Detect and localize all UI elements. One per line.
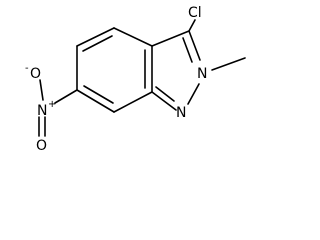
nitro-nitrogen-label: N xyxy=(37,103,47,119)
bond-c6-c7-inner xyxy=(83,85,114,104)
benzene-ring xyxy=(76,27,153,113)
bond-c3a-c3 xyxy=(151,30,190,47)
bond-n1-c7a xyxy=(151,91,177,111)
ring-nitrogen-n1-label: N xyxy=(176,105,186,121)
chlorine-label: Cl xyxy=(188,5,202,21)
bond-nitro-o-top xyxy=(39,79,44,101)
bond-c6-c7 xyxy=(76,89,115,113)
bond-n2-n1 xyxy=(187,83,200,105)
nitro-nitrogen-charge: + xyxy=(48,99,56,110)
bond-n2-methyl xyxy=(211,57,246,71)
pyrazole-ring xyxy=(151,30,201,111)
chemical-structure: Cl N N N + O - O xyxy=(25,5,246,154)
bond-c3-n2 xyxy=(188,30,201,61)
nitro-oxygen-bottom-label: O xyxy=(36,138,47,154)
ring-nitrogen-n2-label: N xyxy=(197,66,207,82)
bond-c3-cl xyxy=(188,19,196,32)
bond-c3a-c4 xyxy=(113,27,153,47)
bond-c7-c7a xyxy=(113,91,153,113)
bond-c4-c5-inner xyxy=(82,35,113,52)
nitro-oxygen-top-charge: - xyxy=(25,63,29,74)
bond-c3-n2-inner xyxy=(182,37,193,63)
nitro-oxygen-top-label: O xyxy=(30,66,41,82)
bond-n1-c7a-inner xyxy=(155,86,175,102)
bond-c4-c5 xyxy=(76,27,115,47)
bond-c6-nitro xyxy=(54,89,78,104)
